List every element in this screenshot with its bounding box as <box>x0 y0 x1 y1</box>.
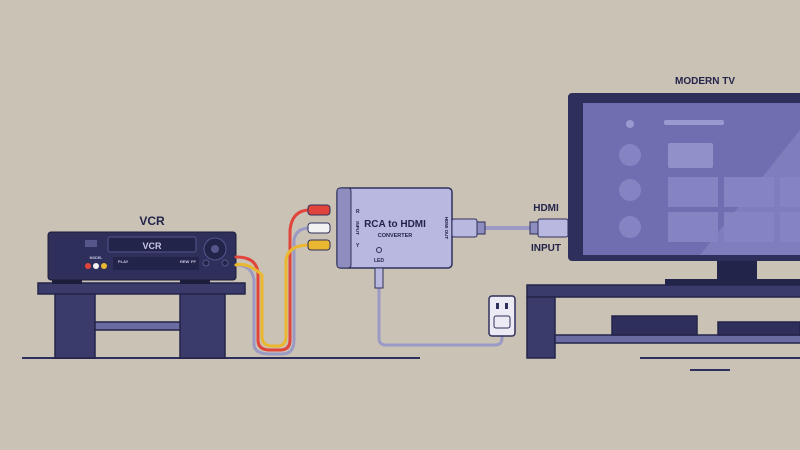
port-y-label: Y <box>356 243 360 249</box>
wall-outlet-icon <box>488 295 516 337</box>
rca-plugs <box>307 204 331 251</box>
hdmi-out-label: HDMI OUT <box>444 217 449 239</box>
power-cable <box>377 268 504 347</box>
vcr-ff-label: FF <box>191 259 196 264</box>
vcr-rew-label: REW <box>180 259 190 264</box>
converter-title: RCA to HDMI <box>364 219 426 230</box>
vcr-table <box>37 282 246 359</box>
led-label: LED <box>374 258 384 264</box>
vcr-display-text: VCR <box>142 241 162 251</box>
converter-subtitle: CONVERTER <box>378 233 413 239</box>
tv-cabinet <box>526 284 800 359</box>
tv-device <box>568 93 800 285</box>
hdmi-label: HDMI <box>533 203 559 214</box>
vcr-model-label: MODEL <box>90 256 104 260</box>
floor-lines <box>22 357 800 371</box>
rca-cables <box>234 208 312 356</box>
input-label: INPUT <box>355 221 360 235</box>
tv-title: MODERN TV <box>675 76 735 87</box>
converter-device <box>336 187 453 269</box>
power-plug <box>374 267 384 289</box>
hdmi-cable <box>451 218 569 238</box>
vcr-title: VCR <box>139 214 165 228</box>
vcr-play-label: PLAY <box>118 259 129 264</box>
vcr-device <box>47 231 237 284</box>
port-r-label: R <box>356 209 360 215</box>
tv-input-label: INPUT <box>531 243 561 254</box>
